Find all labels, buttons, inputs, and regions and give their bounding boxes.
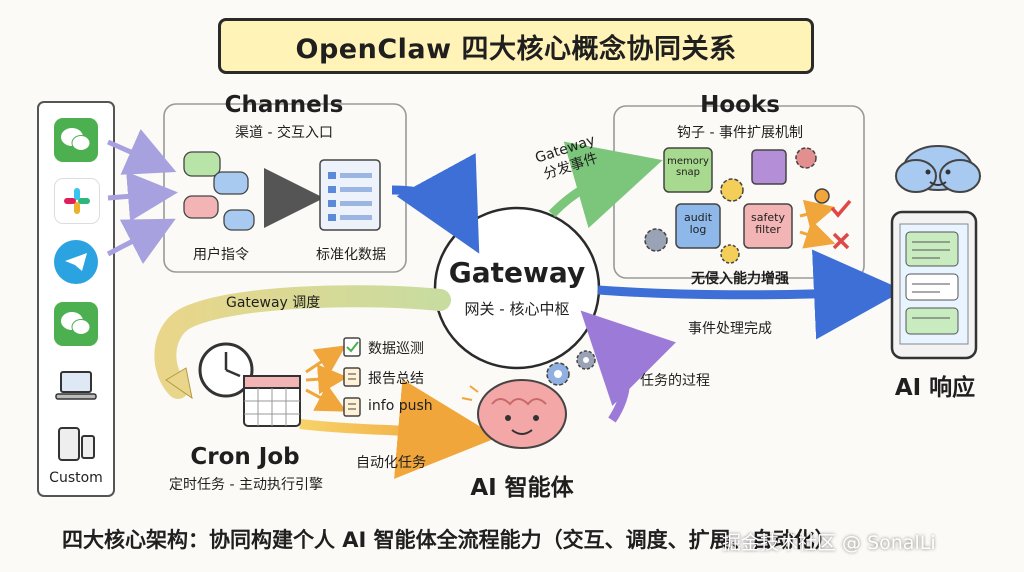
gateway-subtitle: 网关 - 核心中枢 bbox=[464, 300, 570, 318]
slack-icon bbox=[54, 178, 100, 224]
brain-agent-icon bbox=[461, 379, 567, 449]
gateway-schedule-label: Gateway 调度 bbox=[226, 295, 321, 311]
arrow-cron-to-agent bbox=[299, 379, 498, 479]
cloud-brain-icon bbox=[895, 145, 981, 193]
tablet-phone-icon bbox=[54, 422, 98, 466]
wechat-work-icon bbox=[54, 302, 98, 346]
cron-task-1: 数据巡测 bbox=[368, 341, 424, 357]
channels-heading: Channels bbox=[224, 92, 344, 118]
enhance-label: 无侵入能力增强 bbox=[691, 271, 789, 287]
arrow-platform-3 bbox=[106, 218, 176, 265]
gateway-heading: Gateway bbox=[448, 256, 586, 289]
arrow-gateway-to-hooks bbox=[548, 141, 663, 229]
laptop-icon bbox=[54, 364, 98, 408]
arrow-platform-1 bbox=[106, 129, 177, 175]
arrow-agent-to-gateway bbox=[580, 310, 676, 423]
arrow-gateway-to-response bbox=[597, 249, 904, 340]
cron-task-2: 报告总结 bbox=[368, 371, 424, 387]
custom-label: Custom bbox=[49, 470, 103, 486]
user-command-label: 用户指令 bbox=[193, 247, 249, 263]
cron-heading: Cron Job bbox=[190, 444, 300, 470]
clock-icon bbox=[198, 342, 254, 398]
form-document-icon bbox=[319, 159, 381, 231]
cron-subtitle: 定时任务 - 主动执行引擎 bbox=[169, 477, 323, 493]
hooks-puzzle-pieces bbox=[663, 147, 793, 249]
arrow-gateway-schedule bbox=[154, 285, 451, 399]
wechat-icon bbox=[54, 118, 98, 162]
task-process-label: 任务的过程 bbox=[640, 373, 710, 389]
event-done-label: 事件处理完成 bbox=[688, 321, 772, 337]
response-heading: AI 响应 bbox=[894, 375, 976, 401]
auto-task-label: 自动化任务 bbox=[356, 455, 426, 471]
hooks-heading: Hooks bbox=[700, 92, 780, 118]
hooks-subtitle: 钩子 - 事件扩展机制 bbox=[677, 125, 803, 141]
page-title: OpenClaw 四大核心概念协同关系 bbox=[218, 18, 814, 74]
cron-task-3: info push bbox=[368, 398, 433, 414]
chat-bubbles-icon bbox=[183, 151, 255, 231]
arrow-platform-2 bbox=[107, 171, 178, 222]
arrow-channels-to-gateway bbox=[391, 153, 480, 254]
channels-subtitle: 渠道 - 交互入口 bbox=[235, 125, 333, 141]
agent-heading: AI 智能体 bbox=[470, 475, 574, 501]
tablet-response-icon bbox=[890, 210, 978, 360]
hooks-gears-icon bbox=[644, 147, 830, 264]
footer-summary: 四大核心架构：协同构建个人 AI 智能体全流程能力（交互、调度、扩展、自动化） bbox=[62, 528, 836, 552]
standardized-data-label: 标准化数据 bbox=[316, 247, 386, 263]
watermark: 掘金技术社区 @ SonalLi bbox=[722, 532, 936, 554]
filter-result-icons bbox=[799, 199, 852, 250]
calendar-icon bbox=[243, 375, 301, 427]
telegram-icon bbox=[54, 240, 98, 284]
gears-icon bbox=[546, 350, 596, 386]
task-clipboard-icons bbox=[343, 337, 361, 417]
